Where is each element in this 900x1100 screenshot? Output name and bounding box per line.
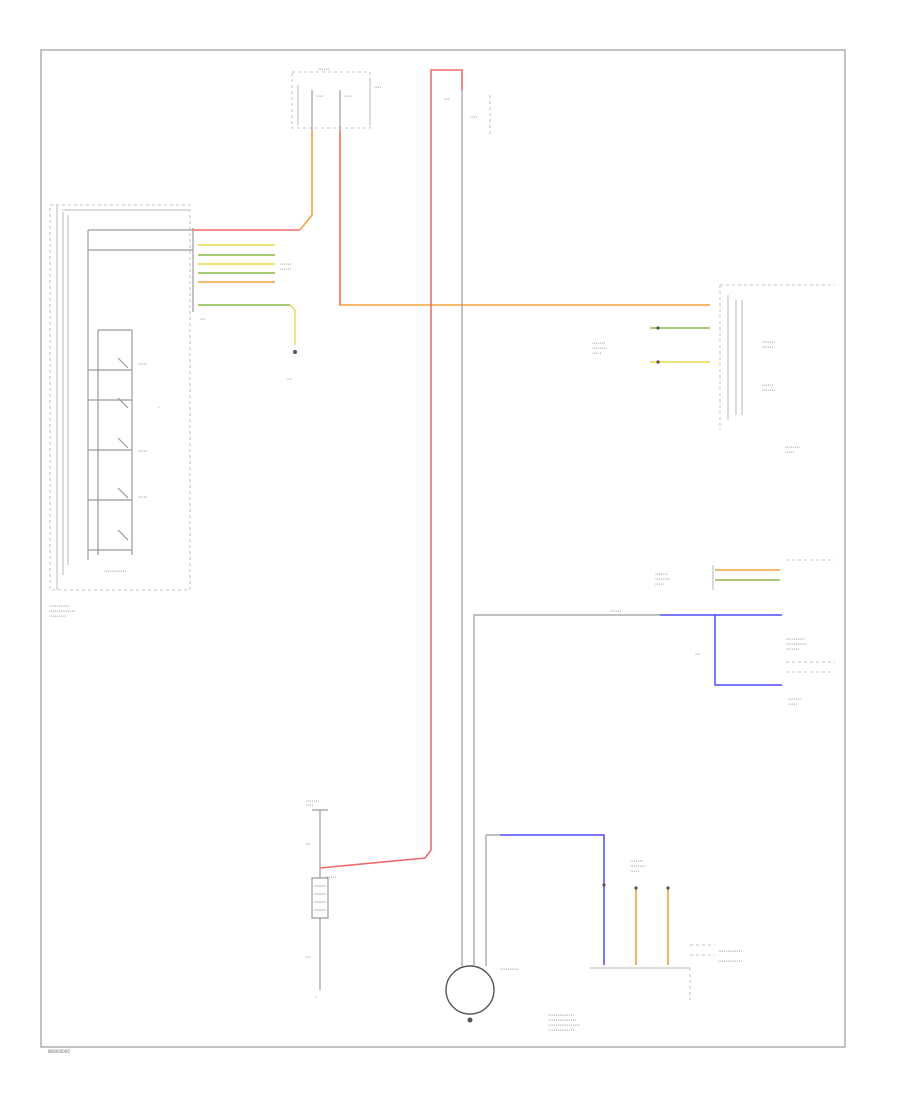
svg-text:∙∙∙: ∙∙∙ [200, 317, 206, 321]
svg-text:∙∙∙∙∙∙∙∙: ∙∙∙∙∙∙∙∙ [785, 445, 800, 449]
svg-text:∙∙∙∙∙∙∙∙∙∙∙: ∙∙∙∙∙∙∙∙∙∙∙ [786, 642, 807, 646]
svg-text:∙∙∙∙∙∙∙: ∙∙∙∙∙∙∙ [786, 647, 799, 651]
fuse-block-top: ∙∙∙∙∙∙ ∙∙∙∙ ∙∙∙∙ ∙∙∙∙ [291, 67, 382, 130]
fuse-block-generator: ∙∙∙∙ ∙∙∙ [444, 90, 491, 140]
svg-text:∙∙∙∙∙: ∙∙∙∙∙ [788, 702, 798, 706]
battery: ∙∙∙∙∙∙∙ ∙∙∙∙ ∙∙∙∙∙∙ ∙∙∙ ∙∙∙ ∙ [305, 799, 336, 999]
left-connector-block: ∙∙∙∙∙∙ ∙∙∙∙∙∙ ∙∙∙ ∙∙∙ [192, 228, 297, 381]
svg-text:∙∙∙∙∙∙∙∙: ∙∙∙∙∙∙∙∙ [630, 864, 645, 868]
svg-text:∙∙∙∙∙∙∙∙∙∙∙∙∙∙: ∙∙∙∙∙∙∙∙∙∙∙∙∙∙ [49, 609, 75, 613]
svg-text:∙: ∙ [315, 995, 317, 999]
svg-text:∙∙∙∙∙∙: ∙∙∙∙∙∙ [280, 262, 291, 266]
svg-text:∙∙∙∙∙∙∙: ∙∙∙∙∙∙∙ [762, 388, 775, 392]
svg-text:∙∙∙∙∙∙∙∙∙∙∙∙: ∙∙∙∙∙∙∙∙∙∙∙∙ [104, 569, 127, 573]
svg-text:∙∙∙∙∙∙∙∙∙∙∙∙∙∙: ∙∙∙∙∙∙∙∙∙∙∙∙∙∙ [548, 1028, 574, 1032]
svg-text:∙∙∙∙∙∙∙∙∙∙: ∙∙∙∙∙∙∙∙∙∙ [786, 637, 805, 641]
svg-text:∙∙∙∙∙∙∙: ∙∙∙∙∙∙∙ [592, 341, 605, 345]
gateway-module: ∙∙∙∙∙∙∙ ∙∙∙∙∙∙∙∙ ∙∙∙∙∙ ∙∙∙∙∙∙ ∙∙∙∙∙∙∙∙∙∙… [610, 559, 835, 706]
svg-text:∙∙∙∙∙∙∙∙∙∙∙∙∙∙: ∙∙∙∙∙∙∙∙∙∙∙∙∙∙ [548, 1013, 574, 1017]
svg-text:∙∙∙∙∙: ∙∙∙∙∙ [655, 582, 665, 586]
svg-text:∙∙∙∙∙∙∙∙∙∙∙∙∙: ∙∙∙∙∙∙∙∙∙∙∙∙∙ [718, 949, 743, 953]
svg-text:∙∙∙∙∙∙∙∙: ∙∙∙∙∙∙∙∙ [592, 346, 607, 350]
svg-text:∙∙∙∙∙∙∙: ∙∙∙∙∙∙∙ [306, 799, 319, 803]
svg-text:∙∙∙∙∙∙∙∙∙∙∙∙∙∙∙: ∙∙∙∙∙∙∙∙∙∙∙∙∙∙∙ [548, 1018, 576, 1022]
svg-text:∙∙∙∙∙∙∙: ∙∙∙∙∙∙∙ [630, 859, 643, 863]
wire-gray-generator-can [473, 614, 660, 930]
wire-orange-fuse-to-cluster [339, 130, 710, 306]
svg-text:∙∙∙∙∙∙∙: ∙∙∙∙∙∙∙ [762, 340, 775, 344]
svg-text:∙∙∙∙∙: ∙∙∙∙∙ [592, 351, 602, 355]
left-control-module: ∙∙∙∙∙ ∙ ∙∙∙∙∙ ∙∙∙∙∙ ∙∙∙∙∙∙∙∙∙∙∙∙ ∙∙∙∙∙∙∙… [49, 204, 193, 618]
diagram-frame [40, 49, 846, 1048]
svg-text:∙∙∙∙∙∙: ∙∙∙∙∙∙ [318, 67, 329, 71]
svg-text:∙: ∙ [158, 405, 160, 409]
instrument-cluster: ∙∙∙∙∙∙∙ ∙∙∙∙∙∙∙∙ ∙∙∙∙∙ ∙∙∙∙∙∙∙ ∙∙∙∙∙∙ ∙∙… [592, 284, 835, 454]
footer-code: W0000000 [48, 1049, 70, 1054]
svg-text:∙∙∙∙∙: ∙∙∙∙∙ [138, 495, 148, 499]
svg-text:∙∙∙∙: ∙∙∙∙ [306, 803, 314, 807]
svg-text:∙∙∙∙: ∙∙∙∙ [470, 115, 478, 119]
svg-text:∙∙∙∙∙∙: ∙∙∙∙∙∙ [325, 875, 336, 879]
svg-text:∙∙∙∙∙∙∙∙∙∙∙∙∙∙∙∙∙: ∙∙∙∙∙∙∙∙∙∙∙∙∙∙∙∙∙ [548, 1023, 580, 1027]
svg-text:∙∙∙: ∙∙∙ [287, 377, 293, 381]
svg-text:∙∙∙∙∙: ∙∙∙∙∙ [785, 450, 795, 454]
svg-text:∙∙∙∙∙∙∙∙: ∙∙∙∙∙∙∙∙ [655, 577, 670, 581]
svg-text:∙∙∙∙∙∙: ∙∙∙∙∙∙ [280, 267, 291, 271]
svg-text:∙∙∙∙∙: ∙∙∙∙∙ [138, 362, 148, 366]
svg-text:∙∙∙∙: ∙∙∙∙ [344, 94, 352, 98]
engine-control-connector: ∙∙∙∙∙∙∙ ∙∙∙∙∙∙∙∙ ∙∙∙∙∙ ∙∙∙∙∙∙∙∙∙∙∙∙∙ ∙∙∙… [590, 859, 743, 1000]
svg-text:∙∙∙: ∙∙∙ [444, 97, 450, 101]
svg-text:∙∙∙: ∙∙∙ [305, 842, 311, 846]
svg-text:∙∙∙∙∙: ∙∙∙∙∙ [630, 869, 640, 873]
svg-text:∙∙∙∙∙∙∙∙∙∙: ∙∙∙∙∙∙∙∙∙∙ [500, 967, 519, 971]
svg-text:∙∙∙∙: ∙∙∙∙ [374, 85, 382, 89]
svg-text:∙∙∙: ∙∙∙ [305, 955, 311, 959]
svg-text:∙∙∙∙∙∙: ∙∙∙∙∙∙ [762, 383, 773, 387]
svg-text:∙∙∙: ∙∙∙ [695, 652, 701, 656]
svg-text:∙∙∙∙∙∙∙: ∙∙∙∙∙∙∙ [655, 572, 668, 576]
svg-text:∙∙∙∙∙: ∙∙∙∙∙ [138, 449, 148, 453]
generator: ∙∙∙∙∙∙∙∙∙∙ ∙∙∙∙∙∙∙∙∙∙∙∙∙∙ ∙∙∙∙∙∙∙∙∙∙∙∙∙∙… [445, 834, 605, 1032]
wire-orange-fuse-left [299, 130, 313, 231]
svg-text:∙∙∙∙: ∙∙∙∙ [316, 94, 324, 98]
svg-text:∙∙∙∙∙∙: ∙∙∙∙∙∙ [610, 609, 621, 613]
svg-text:∙∙∙∙∙∙∙∙∙: ∙∙∙∙∙∙∙∙∙ [49, 614, 66, 618]
svg-text:∙∙∙∙∙∙∙∙∙∙∙: ∙∙∙∙∙∙∙∙∙∙∙ [49, 604, 70, 608]
svg-text:∙∙∙∙∙∙: ∙∙∙∙∙∙ [762, 345, 773, 349]
wire-red-battery-to-generator-fuse [319, 69, 463, 869]
svg-text:∙∙∙∙∙∙∙∙∙∙∙∙∙: ∙∙∙∙∙∙∙∙∙∙∙∙∙ [718, 959, 743, 963]
svg-text:∙∙∙∙∙∙∙: ∙∙∙∙∙∙∙ [788, 697, 801, 701]
